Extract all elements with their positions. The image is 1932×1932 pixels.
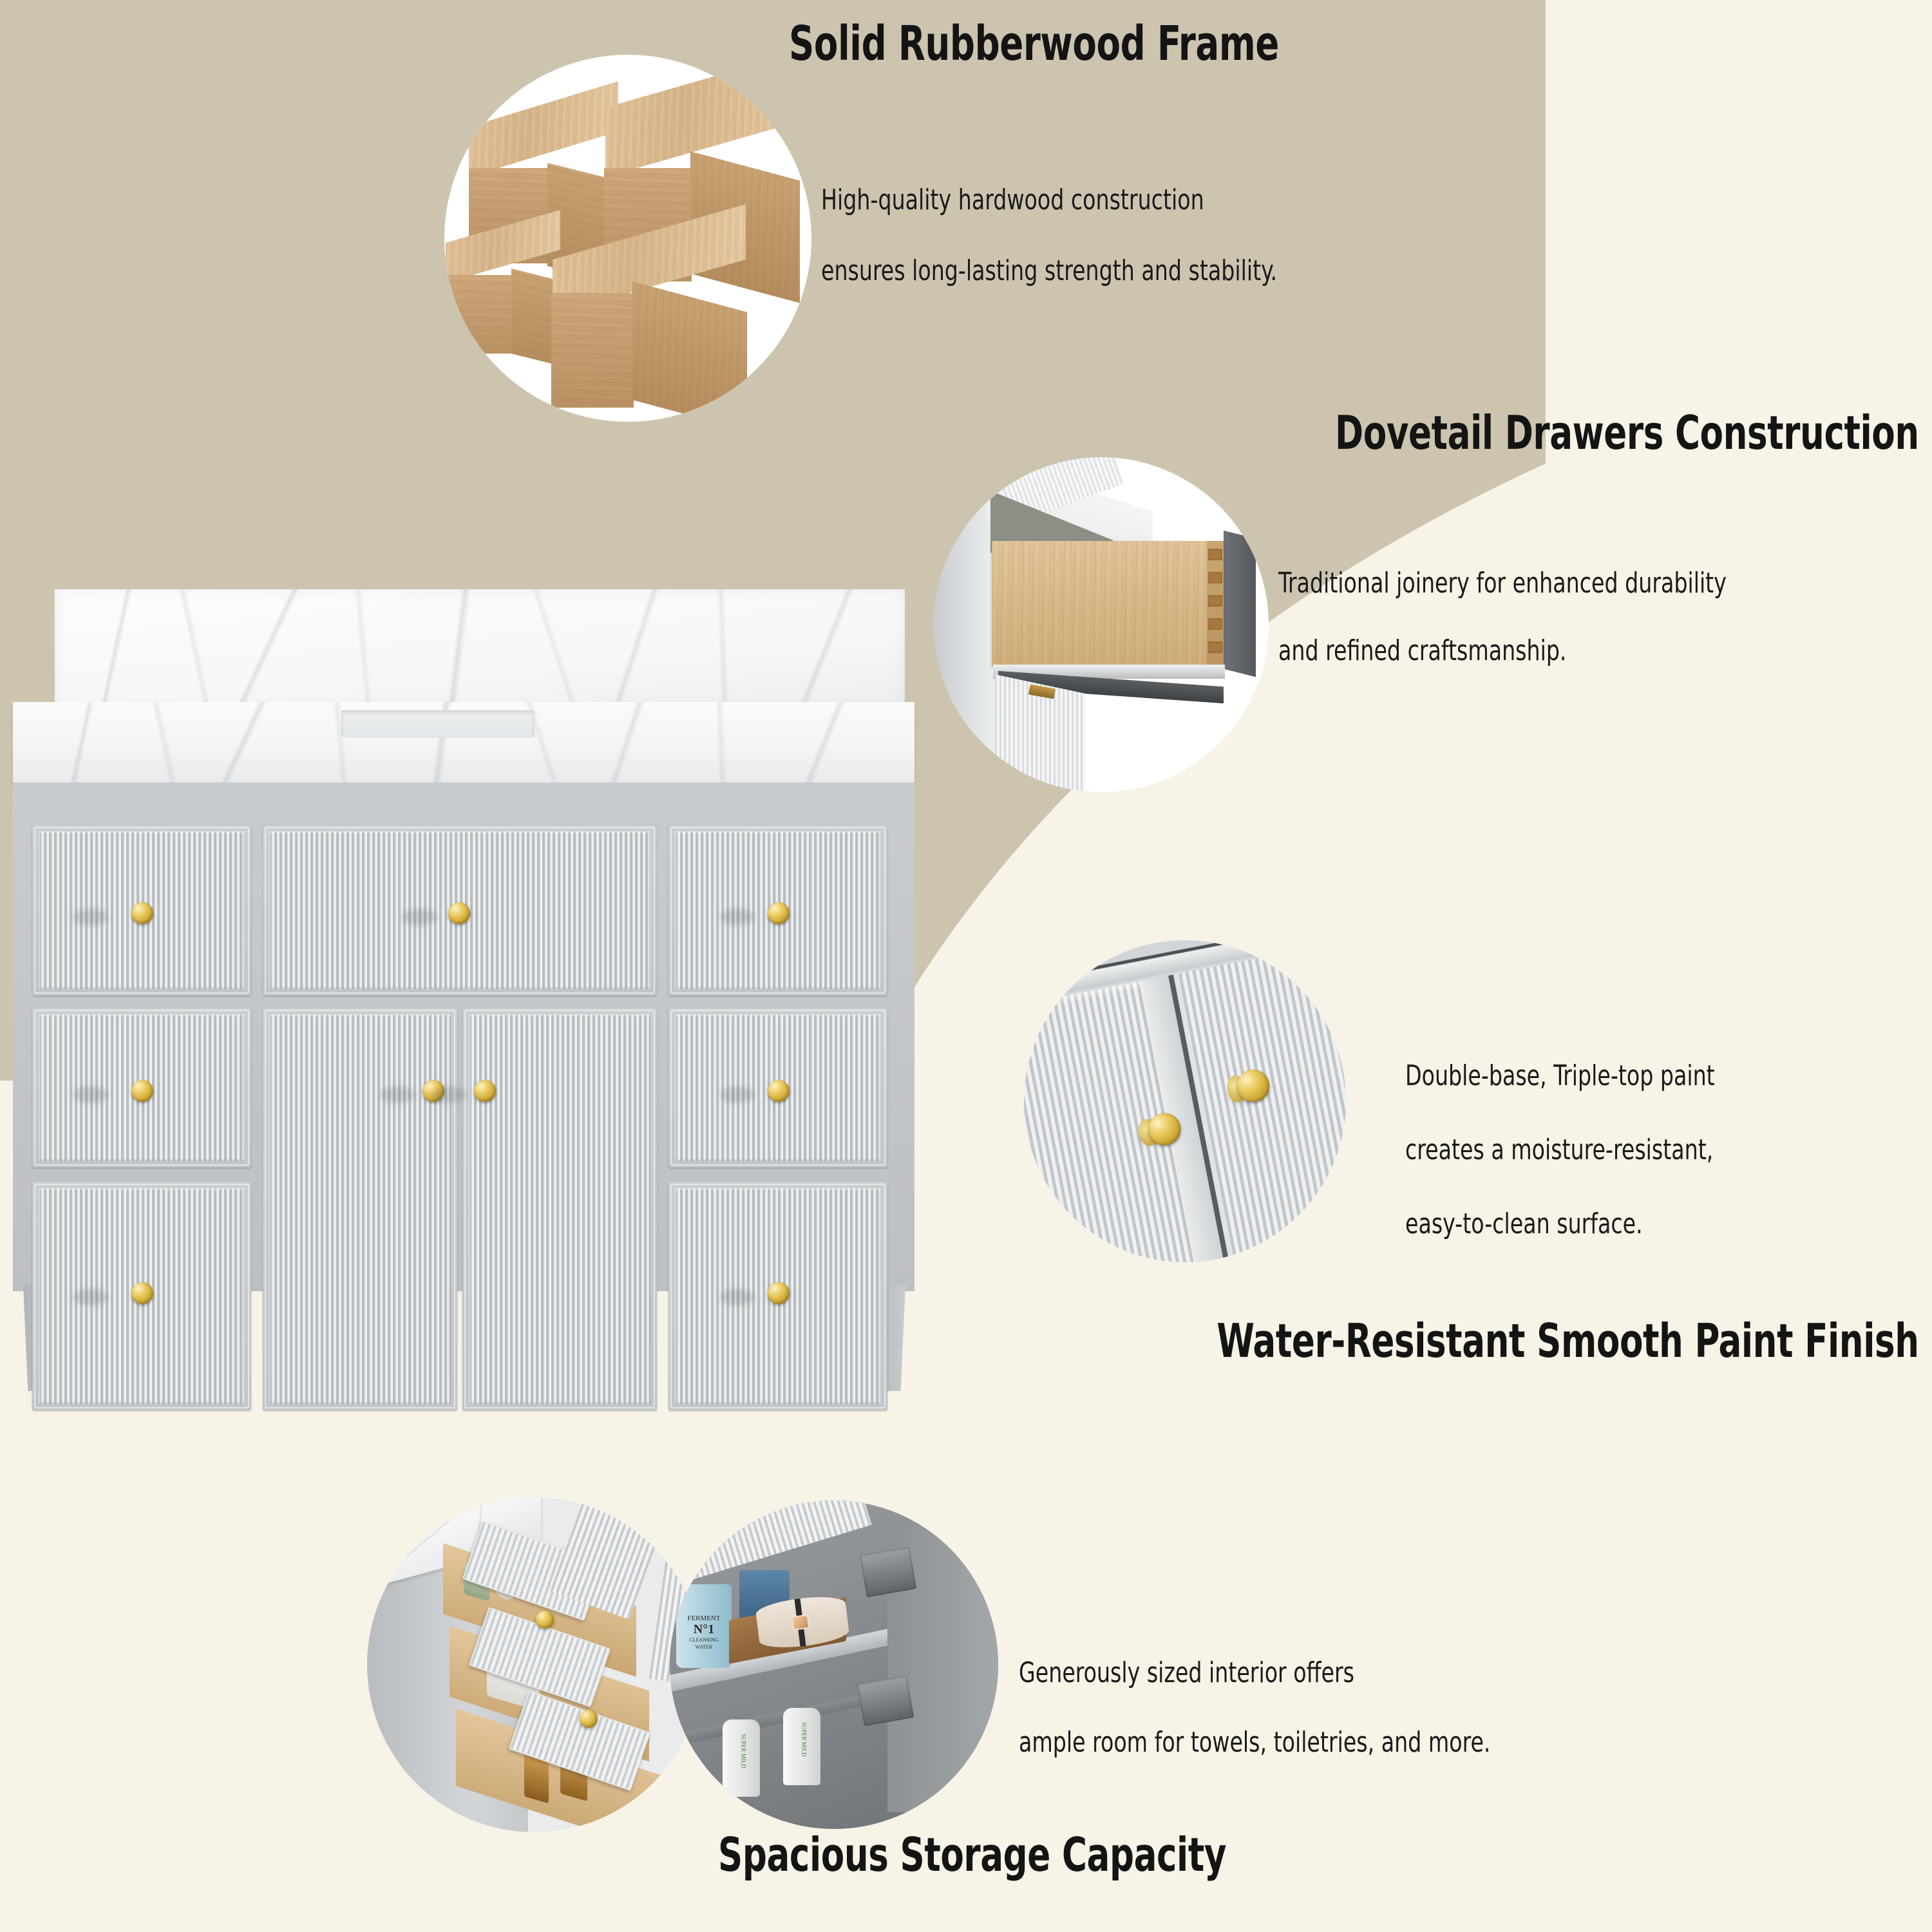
brass-knob-top-right[interactable] <box>768 902 790 924</box>
top-left-drawer[interactable] <box>32 825 251 996</box>
brass-knob-top-left[interactable] <box>131 902 153 924</box>
feature-body-storage-line2: ample room for towels, toiletries, and m… <box>1019 1726 1491 1759</box>
brass-knob-drawer-a2[interactable] <box>580 1710 598 1728</box>
jar-label-line2: N°1 <box>693 1622 715 1636</box>
center-door-right[interactable] <box>462 1008 657 1410</box>
rubberwood-lumber-blocks-photo <box>444 55 811 422</box>
open-cabinet-shelf-photo: FERMENT N°1 CLEANSING WATER SUPER MILD S… <box>670 1501 998 1829</box>
feature-body-rubberwood-line1: High-quality hardwood construction <box>821 184 1204 216</box>
marble-backsplash <box>55 589 905 708</box>
shampoo-label-left: SUPER MILD <box>740 1734 747 1768</box>
feature-body-paint-line3: easy-to-clean surface. <box>1405 1208 1643 1240</box>
feature-body-paint-line1: Double-base, Triple-top paint <box>1405 1059 1715 1092</box>
feature-heading-paint: Water-Resistant Smooth Paint Finish <box>1217 1314 1920 1368</box>
feature-body-dovetail-line1: Traditional joinery for enhanced durabil… <box>1278 567 1727 600</box>
dovetail-drawer-photo <box>934 457 1269 792</box>
brass-knob-mid-right[interactable] <box>768 1080 790 1102</box>
integrated-rectangular-sink <box>341 710 535 737</box>
cabinet-hinge-upper <box>859 1546 917 1598</box>
feature-heading-rubberwood: Solid Rubberwood Frame <box>789 16 1279 71</box>
brass-knob-door-left[interactable] <box>422 1080 444 1102</box>
jar-label-line3: CLEANSING WATER <box>689 1636 719 1651</box>
brass-knob-bottom-right[interactable] <box>768 1282 790 1304</box>
shampoo-bottle-left: SUPER MILD <box>723 1719 760 1797</box>
feature-body-storage-line1: Generously sized interior offers <box>1019 1656 1354 1689</box>
feature-heading-dovetail: Dovetail Drawers Construction <box>1335 406 1919 460</box>
shampoo-bottle-right: SUPER MILD <box>783 1708 820 1785</box>
brass-knob-door-right[interactable] <box>474 1080 496 1102</box>
cabinet-hinge-lower <box>857 1675 914 1727</box>
brass-knob-bottom-left[interactable] <box>131 1282 153 1304</box>
feature-body-dovetail-line2: and refined craftsmanship. <box>1278 634 1567 667</box>
jar-label-line1: FERMENT <box>687 1615 721 1622</box>
shampoo-label-right: SUPER MILD <box>800 1722 808 1757</box>
brass-knob-mid-left[interactable] <box>131 1080 153 1102</box>
fluted-door-paint-closeup-photo <box>1024 940 1346 1262</box>
brass-knob-drawer-a1[interactable] <box>536 1611 554 1629</box>
fluted-bathroom-vanity <box>6 589 953 1410</box>
feature-body-paint-line2: creates a moisture-resistant, <box>1405 1133 1714 1166</box>
brass-knob-top-center[interactable] <box>448 902 470 924</box>
cleansing-water-jar: FERMENT N°1 CLEANSING WATER <box>676 1584 732 1668</box>
feature-heading-storage: Spacious Storage Capacity <box>718 1828 1227 1882</box>
open-drawers-toiletries-photo <box>367 1497 702 1832</box>
feature-body-rubberwood-line2: ensures long-lasting strength and stabil… <box>821 254 1278 287</box>
center-door-left[interactable] <box>263 1008 457 1410</box>
